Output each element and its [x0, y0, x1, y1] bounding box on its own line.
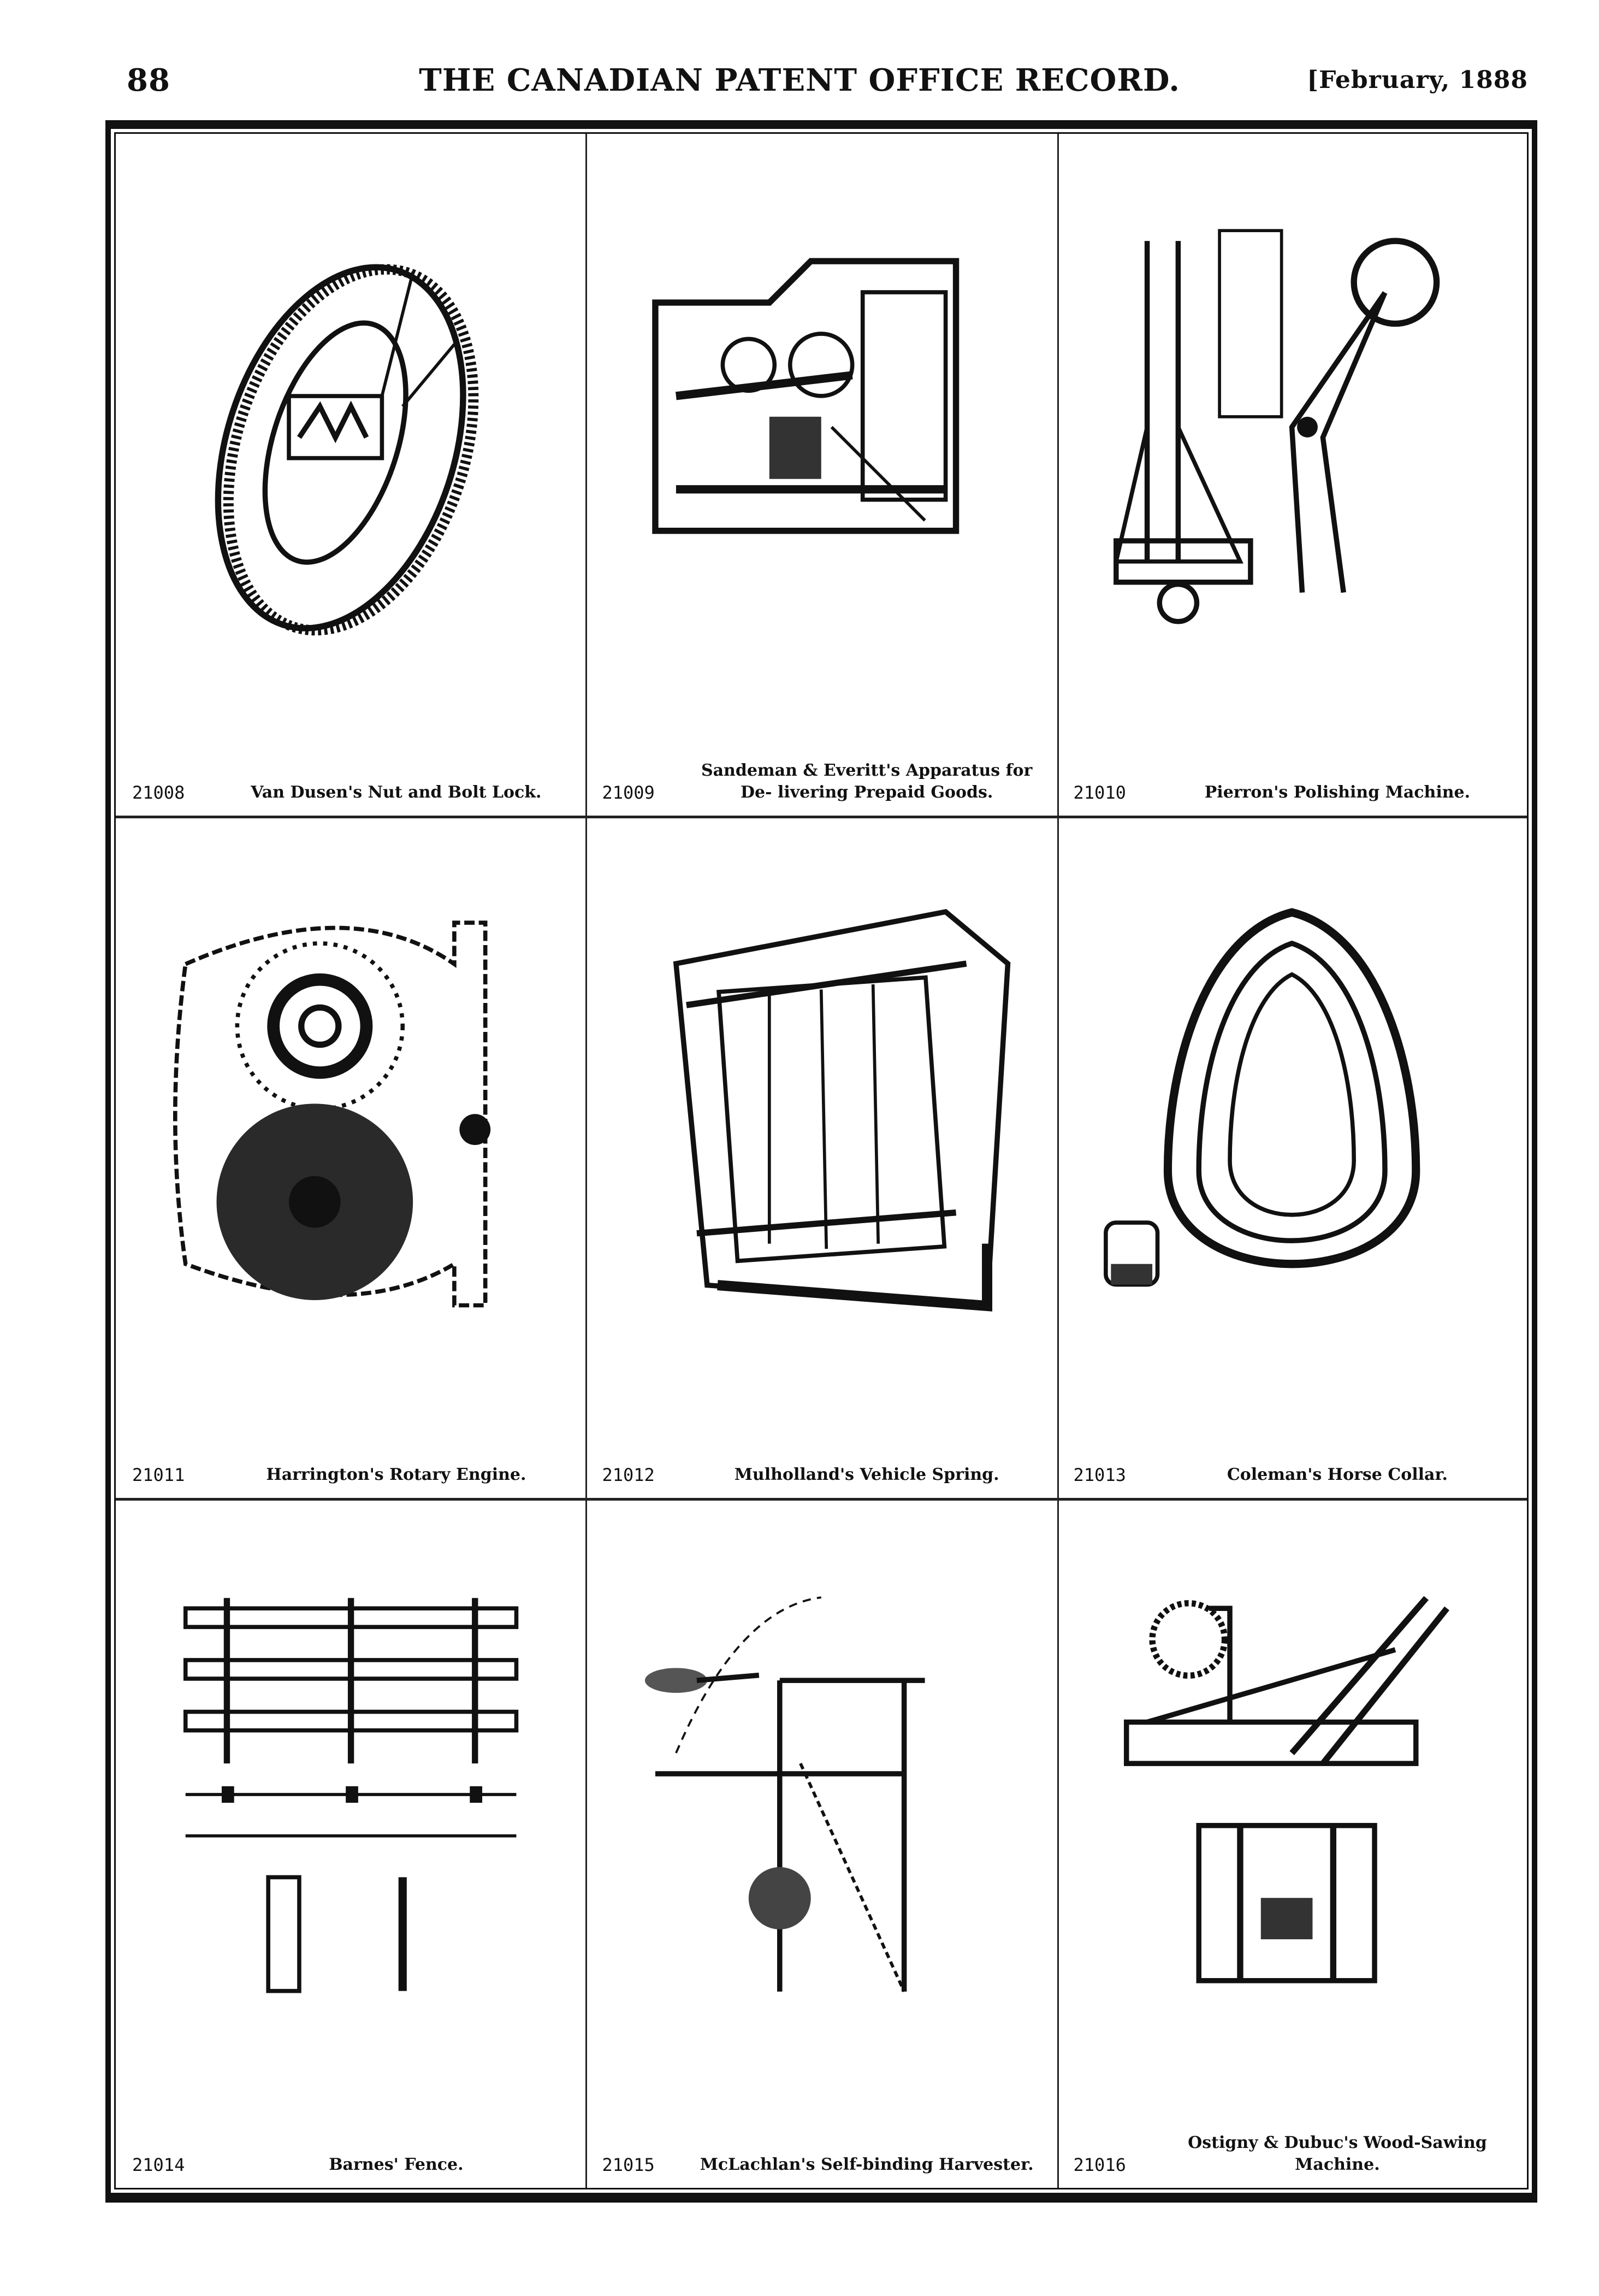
horse-collar-illustration: [1104, 908, 1420, 1287]
rotary-engine-illustration: [173, 920, 490, 1308]
patent-cell-21013: 21013 Coleman's Horse Collar.: [1057, 816, 1527, 1497]
page-title: THE CANADIAN PATENT OFFICE RECORD.: [419, 62, 1180, 98]
prepaid-goods-apparatus-illustration: [652, 258, 960, 534]
patent-cell-21015: 21015 McLachlan's Self-binding Harvester.: [585, 1498, 1057, 2188]
wood-sawing-machine-illustration: [1124, 1596, 1450, 1984]
patent-number: 21009: [602, 782, 655, 804]
patent-number: 21014: [132, 2154, 185, 2175]
patent-number: 21016: [1073, 2154, 1126, 2175]
patent-grid-frame: 21008 Van Dusen's Nut and Bolt Lock. 2100…: [105, 120, 1537, 2203]
patent-number: 21013: [1073, 1464, 1126, 1485]
patent-title: Sandeman & Everitt's Apparatus for De- l…: [701, 761, 1033, 802]
patent-title: Barnes' Fence.: [329, 2155, 464, 2174]
patent-cell-21009: 21009 Sandeman & Everitt's Apparatus for …: [585, 134, 1057, 816]
polishing-machine-illustration: [1114, 229, 1440, 624]
patent-title: Mulholland's Vehicle Spring.: [734, 1465, 999, 1484]
patent-number: 21008: [132, 782, 185, 804]
column-divider: [585, 134, 588, 2188]
vehicle-spring-illustration: [673, 909, 1011, 1312]
patent-cell-21012: 21012 Mulholland's Vehicle Spring.: [585, 816, 1057, 1497]
patent-title: Coleman's Horse Collar.: [1227, 1465, 1448, 1484]
patent-title: McLachlan's Self-binding Harvester.: [700, 2155, 1034, 2174]
column-divider: [1057, 134, 1059, 2188]
patent-cell-21008: 21008 Van Dusen's Nut and Bolt Lock.: [116, 134, 585, 816]
patent-number: 21012: [602, 1464, 655, 1485]
patent-title: Pierron's Polishing Machine.: [1204, 783, 1471, 802]
patent-cell-21016: 21016 Ostigny & Dubuc's Wood-Sawing Machi…: [1057, 1498, 1527, 2188]
patent-cell-21014: 21014 Barnes' Fence.: [116, 1498, 585, 2188]
nut-bolt-lock-illustration: [215, 264, 478, 636]
patent-number: 21010: [1073, 782, 1126, 804]
patent-cell-21011: 21011 Harrington's Rotary Engine.: [116, 816, 585, 1497]
row-divider: [116, 816, 1527, 819]
patent-number: 21011: [132, 1464, 185, 1485]
patent-title: Ostigny & Dubuc's Wood-Sawing Machine.: [1188, 2133, 1487, 2174]
patent-title: Harrington's Rotary Engine.: [266, 1465, 526, 1484]
fence-illustration: [183, 1598, 518, 1993]
patent-title: Van Dusen's Nut and Bolt Lock.: [251, 783, 542, 802]
row-divider: [116, 1497, 1527, 1501]
page-number: 88: [127, 62, 170, 98]
issue-date: [February, 1888: [1307, 66, 1528, 94]
patent-number: 21015: [602, 2154, 655, 2175]
harvester-illustration: [645, 1596, 925, 1992]
patent-cell-21010: 21010 Pierron's Polishing Machine.: [1057, 134, 1527, 816]
